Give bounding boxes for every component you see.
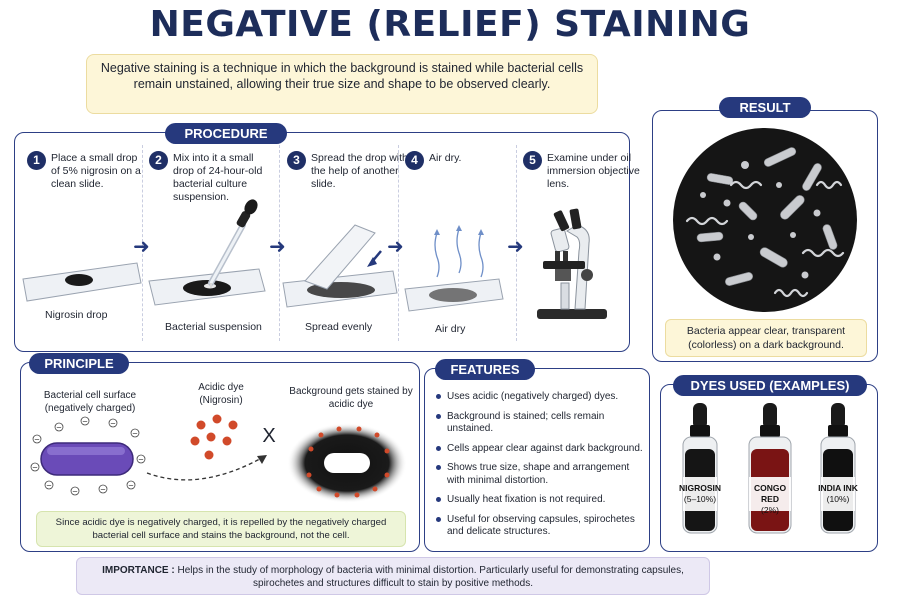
dye-label-india-ink: INDIA INK(10%)	[818, 483, 858, 504]
step-divider	[398, 145, 399, 341]
negative-charge-sign: −	[128, 482, 134, 490]
procedure-heading: PROCEDURE	[165, 123, 287, 144]
importance-text: Helps in the study of morphology of bact…	[177, 565, 684, 589]
dropper-illustration	[148, 199, 266, 306]
air-dry-illustration	[404, 225, 504, 312]
congo-red-bottle	[748, 403, 792, 534]
step-divider	[516, 145, 517, 341]
step-text: Air dry.	[429, 152, 462, 164]
negative-charge-sign: −	[138, 456, 144, 464]
step-number: 2	[149, 151, 168, 170]
step-text: Examine under oil immersion objective le…	[547, 152, 640, 190]
feature-item: Background is stained; cells remain unst…	[435, 411, 645, 436]
step-caption: Air dry	[435, 323, 466, 335]
negative-charge-sign: −	[46, 482, 52, 490]
result-microscopic-field	[673, 128, 857, 312]
dye-bottles-illustration	[682, 403, 856, 534]
negative-charge-sign: −	[132, 430, 138, 438]
dye-label-nigrosin: NIGROSIN(5–10%)	[678, 483, 722, 504]
negative-charge-sign: −	[110, 420, 116, 428]
microscope-illustration	[537, 208, 607, 319]
step-arrow: ➜	[133, 236, 150, 258]
dye-particles	[190, 414, 238, 460]
dye-label-congo-red: CONGO RED(2%)	[753, 483, 787, 515]
cell-surface-label: Bacterial cell surface (negatively charg…	[43, 390, 137, 414]
result-note: Bacteria appear clear, transparent (colo…	[665, 319, 867, 357]
page-title: NEGATIVE (RELIEF) STAINING	[149, 4, 751, 45]
feature-item: Useful for observing capsules, spirochet…	[435, 514, 645, 539]
charge-signs: − − − − − − − − − − −	[32, 418, 144, 496]
features-panel: FEATURES Uses acidic (negatively charged…	[424, 359, 650, 552]
dyes-heading: DYES USED (EXAMPLES)	[673, 375, 867, 396]
intro-box: Negative staining is a technique in whic…	[86, 54, 598, 114]
step-number: 1	[27, 151, 46, 170]
india-ink-bottle	[820, 403, 856, 534]
cell-surface-charges	[30, 416, 146, 496]
step-caption: Bacterial suspension	[165, 321, 262, 333]
spreading-illustration	[282, 224, 398, 308]
features-heading: FEATURES	[435, 359, 535, 380]
step-divider	[279, 145, 280, 341]
acidic-dye-label: Acidic dye (Nigrosin)	[198, 382, 244, 406]
step-number: 3	[287, 151, 306, 170]
step-divider	[142, 145, 143, 341]
x-mark: X	[262, 425, 276, 447]
feature-item: Usually heat fixation is not required.	[435, 494, 645, 507]
procedure-panel: PROCEDURE 1 Place a small drop of 5% nig…	[14, 123, 640, 352]
negative-charge-sign: −	[82, 418, 88, 426]
background-stained-label: Background gets stained by acidic dye	[289, 386, 413, 410]
step-arrow: ➜	[507, 236, 524, 258]
repulsion-arrow	[146, 454, 268, 481]
importance-label: IMPORTANCE :	[102, 565, 175, 576]
negative-charge-sign: −	[100, 486, 106, 494]
step-text: Spread the drop with the help of another…	[311, 152, 408, 190]
feature-item: Cells appear clear against dark backgrou…	[435, 443, 645, 456]
negative-charge-sign: −	[72, 488, 78, 496]
nigrosin-bottle	[682, 403, 718, 534]
result-heading: RESULT	[719, 97, 811, 118]
principle-heading: PRINCIPLE	[29, 353, 129, 374]
principle-illustrations: − − − − − − − − − − −	[30, 414, 407, 503]
bacterial-cell-illustration	[40, 442, 134, 476]
stained-background-illustration	[287, 423, 407, 503]
negative-charge-sign: −	[32, 464, 38, 472]
negative-charge-sign: −	[56, 424, 62, 432]
step-text: Place a small drop of 5% nigrosin on a c…	[51, 152, 141, 190]
importance-box: IMPORTANCE : Helps in the study of morph…	[76, 557, 710, 595]
principle-panel: PRINCIPLE Bacterial cell surface (negati…	[20, 353, 420, 552]
dyes-panel: DYES USED (EXAMPLES) NIGROSIN(5–10%) CON…	[660, 375, 878, 552]
slide-with-drop-illustration	[22, 262, 142, 302]
step-caption: Spread evenly	[305, 321, 373, 333]
principle-note: Since acidic dye is negatively charged, …	[36, 511, 406, 547]
procedure-illustrations	[22, 199, 607, 319]
feature-item: Shows true size, shape and arrangement w…	[435, 462, 645, 487]
features-list: Uses acidic (negatively charged) dyes. B…	[435, 391, 645, 546]
step-number: 5	[523, 151, 542, 170]
feature-item: Uses acidic (negatively charged) dyes.	[435, 391, 645, 404]
step-text: Mix into it a small drop of 24-hour-old …	[173, 152, 263, 203]
result-panel: RESULT Bacteria appear clear, transpar	[652, 97, 878, 362]
step-arrow: ➜	[269, 236, 286, 258]
negative-charge-sign: −	[34, 436, 40, 444]
step-number: 4	[405, 151, 424, 170]
step-caption: Nigrosin drop	[45, 309, 108, 321]
step-arrow: ➜	[387, 236, 404, 258]
